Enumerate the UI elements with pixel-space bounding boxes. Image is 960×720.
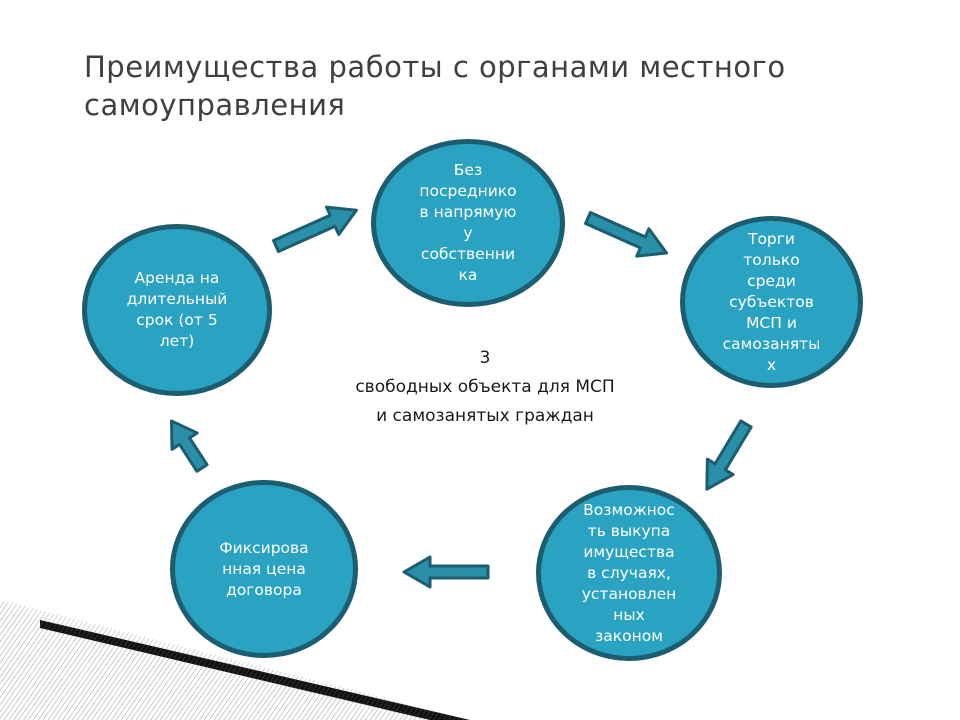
node-direct-label: Без посреднико в напрямую у собственни к… [419,161,517,284]
arrow-up-icon [170,419,209,473]
node-fixed-price-label: Фиксирова нная цена договора [219,538,309,599]
center-caption: 3 свободных объекта для МСП и самозаняты… [355,348,615,426]
node-fixed-price: Фиксирова нная цена договора [170,480,358,658]
arrow-down-icon [705,419,753,491]
node-buyout: Возможнос ть выкупа имущества в случаях,… [536,485,722,661]
slide-title: Преимущества работы с органами местного … [84,50,786,122]
arrow-left-icon [402,555,490,589]
node-long-lease: Аренда на длительный срок (от 5 лет) [82,224,272,396]
node-direct: Без посреднико в напрямую у собственни к… [371,139,565,307]
node-auction: Торги только среди субъектов МСП и самоз… [680,216,863,388]
node-long-lease-label: Аренда на длительный срок (от 5 лет) [126,269,228,350]
node-buyout-label: Возможнос ть выкупа имущества в случаях,… [581,500,677,645]
arrow-right-down-icon [584,211,669,258]
node-auction-label: Торги только среди субъектов МСП и самоз… [722,229,821,374]
arrow-right-up-icon [272,205,358,253]
